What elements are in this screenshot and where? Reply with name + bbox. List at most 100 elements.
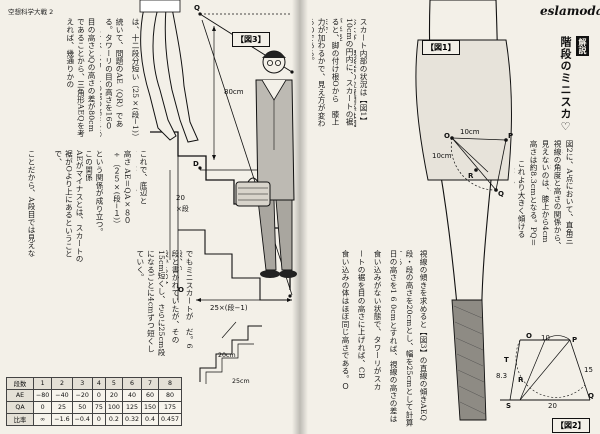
table-header-cell: 段数	[6, 377, 34, 390]
businessman-illustration	[235, 50, 297, 278]
fig2-point-P: P	[572, 336, 578, 344]
diag-line	[201, 19, 293, 296]
table-cell: 0.457	[157, 413, 183, 426]
table-cell: 0	[91, 389, 106, 402]
table-cell: 20	[104, 389, 123, 402]
fig2-dim-8-3: 8.3	[496, 372, 508, 380]
text-column: AEがマイナスとは、スカートの裾がOより上にあるということで、	[53, 150, 84, 263]
text-column: 図2に、A点において、直角三角形OQRと	[562, 140, 574, 245]
fig2-point-S: S	[506, 402, 512, 410]
table-cell: −40	[51, 389, 73, 402]
text-column: これで、底辺と高さが出た。	[136, 150, 148, 205]
table-cell: 0.4	[140, 413, 160, 426]
staircase-lower	[178, 229, 292, 301]
table-row: 比率 ∞ −1.6 −0.4 0 0.2 0.32 0.4 0.457	[6, 413, 183, 426]
table-header-cell: 8	[157, 377, 183, 390]
chapter-title: 階段のミニスカ♡	[559, 36, 572, 134]
text-column: 続いて、問題のAE（QR）である。タワーリの目の高さを16０cmとし、スカートの…	[100, 18, 124, 138]
figure-2-diagram	[500, 335, 591, 401]
fig1-point-R: R	[468, 172, 474, 180]
point-Q: Q	[194, 4, 200, 12]
fig2-dim-15: 15	[584, 366, 593, 374]
text-column: 高さ AE＝QA×８０÷（２５×(段−１)）	[112, 150, 132, 229]
text-column: は、十二段分短い（25×(段−1)）	[131, 18, 140, 138]
text-column: でもミニスカートが だ。6段、6	[180, 250, 194, 349]
explanation-tag: 解説	[576, 36, 589, 56]
watermark-logo: eslamoda	[540, 4, 600, 18]
table-cell: 0	[91, 413, 106, 426]
text-column: 視線の傾きを求めると【図3】の直線の傾きAEQより	[416, 250, 428, 422]
table-row-label: AE	[6, 389, 34, 402]
table-cell: 80	[157, 389, 183, 402]
text-column: これより大きく傾けるのが見える	[514, 160, 526, 238]
text-column: という関係が成り立つ。この関係	[86, 150, 104, 236]
running-header: 空想科学大戦 2	[8, 8, 54, 16]
text-column: ると、脚の付け根Oから 膝上まで	[326, 18, 340, 126]
table-header-cell: 7	[140, 377, 160, 390]
table-cell: 175	[157, 401, 183, 414]
woman-legs-illustration	[140, 7, 177, 141]
table-cell: −20	[71, 389, 93, 402]
fig2-point-R: R	[518, 376, 524, 384]
fig2-dim-20: 20	[548, 402, 557, 410]
text-column: 15cm短くし、さらに25cm段になるごとに4cmずつ短くしていく。	[135, 250, 166, 357]
table-header-cell: 6	[121, 377, 142, 390]
table-row: AE −80 −40 −20 0 20 40 60 80	[6, 389, 183, 402]
table-cell: −1.6	[51, 413, 73, 426]
fig1-dim-10cm-b: 10cm	[432, 152, 452, 160]
table-header-cell: 3	[71, 377, 93, 390]
text-column: ことだから、A段目では見えな	[27, 150, 36, 258]
step-height-label: 20cm	[218, 352, 236, 359]
fig1-point-P: P	[508, 132, 514, 140]
table-row-label: 比率	[6, 413, 34, 426]
dimension-80cm: 80cm	[224, 88, 244, 96]
table-cell: 40	[121, 389, 142, 402]
fig2-point-T: T	[504, 356, 509, 364]
leg-skirt-figure	[415, 0, 512, 421]
table-cell: −0.4	[71, 413, 93, 426]
table-cell: 60	[140, 389, 160, 402]
text-column: 目の高さとQの高さの差が80cmであることから、三角形AEQを考えれば、幾通りか…	[66, 18, 96, 138]
figure-3-label: 【図3】	[232, 32, 270, 47]
point-D: D	[193, 160, 199, 168]
table-cell: 150	[140, 401, 160, 414]
table-cell: 0	[32, 401, 53, 414]
table-header-cell: 2	[51, 377, 73, 390]
text-column: 高さは約8.3cmとなる。PQ＝10×	[526, 140, 538, 247]
text-column: 見えないのは、膝上から4cm	[541, 140, 550, 243]
text-column: 日の高さを1 6 0cmとすれば、視線の高さの差は	[389, 250, 398, 423]
text-column: 段と書かれていたが、その段からOA	[166, 250, 180, 344]
table-header-cell: 4	[91, 377, 106, 390]
fig2-point-Q: Q	[588, 392, 594, 400]
step-depth-label: 25cm	[232, 378, 250, 385]
stocking-illustration	[451, 299, 487, 421]
text-column: 10cmの円内に、スカートの裾が半径	[340, 18, 354, 126]
table-row: QA 0 25 50 75 100 125 150 175	[6, 401, 183, 414]
fig2-dim-10: 10	[541, 334, 550, 342]
table-cell: 0.2	[104, 413, 123, 426]
table-cell: 25	[51, 401, 73, 414]
table-cell: 100	[104, 401, 123, 414]
text-column: 力が加わるかで、見え方が変わるのである。	[312, 18, 326, 128]
dimension-dan: ×段	[176, 205, 189, 213]
figure-1-label: 【図1】	[422, 40, 460, 55]
table-cell: 50	[71, 401, 93, 414]
text-column: 視線の角度と高さの関係から、OQの長さを求めて	[550, 140, 562, 250]
figure-2-label: 【図2】	[552, 418, 590, 433]
table-header-cell: 5	[104, 377, 123, 390]
fig1-point-Q: Q	[498, 190, 504, 198]
dimension-20: 20	[176, 194, 185, 202]
step-detail-figure	[199, 321, 262, 384]
table-cell: 125	[121, 401, 142, 414]
right-page: スカート内部の状況は【図1】および 観察者の位置関係は図のとおり 10cmの円内…	[300, 0, 600, 434]
text-column: ートの裾を目の高さに上げれば、CB	[357, 250, 366, 379]
table-cell: 75	[91, 401, 106, 414]
left-page: 空想科学大戦 2 は、十二段分短い（25×(段−1)） 続いて、問題のAE（QR…	[0, 0, 300, 434]
table-row-label: QA	[6, 401, 34, 414]
step-data-table: 段数 1 2 3 4 5 6 7 8 AE −80 −40 −20 0	[6, 377, 183, 426]
text-column: 食い込みがない状態で、タワーリがスカ	[373, 250, 382, 391]
fig1-dim-10cm-a: 10cm	[460, 128, 480, 136]
point-O: O	[178, 286, 184, 294]
text-column: 段・段の高さを20cmとし、幅を25cmとして計算する	[400, 250, 414, 427]
